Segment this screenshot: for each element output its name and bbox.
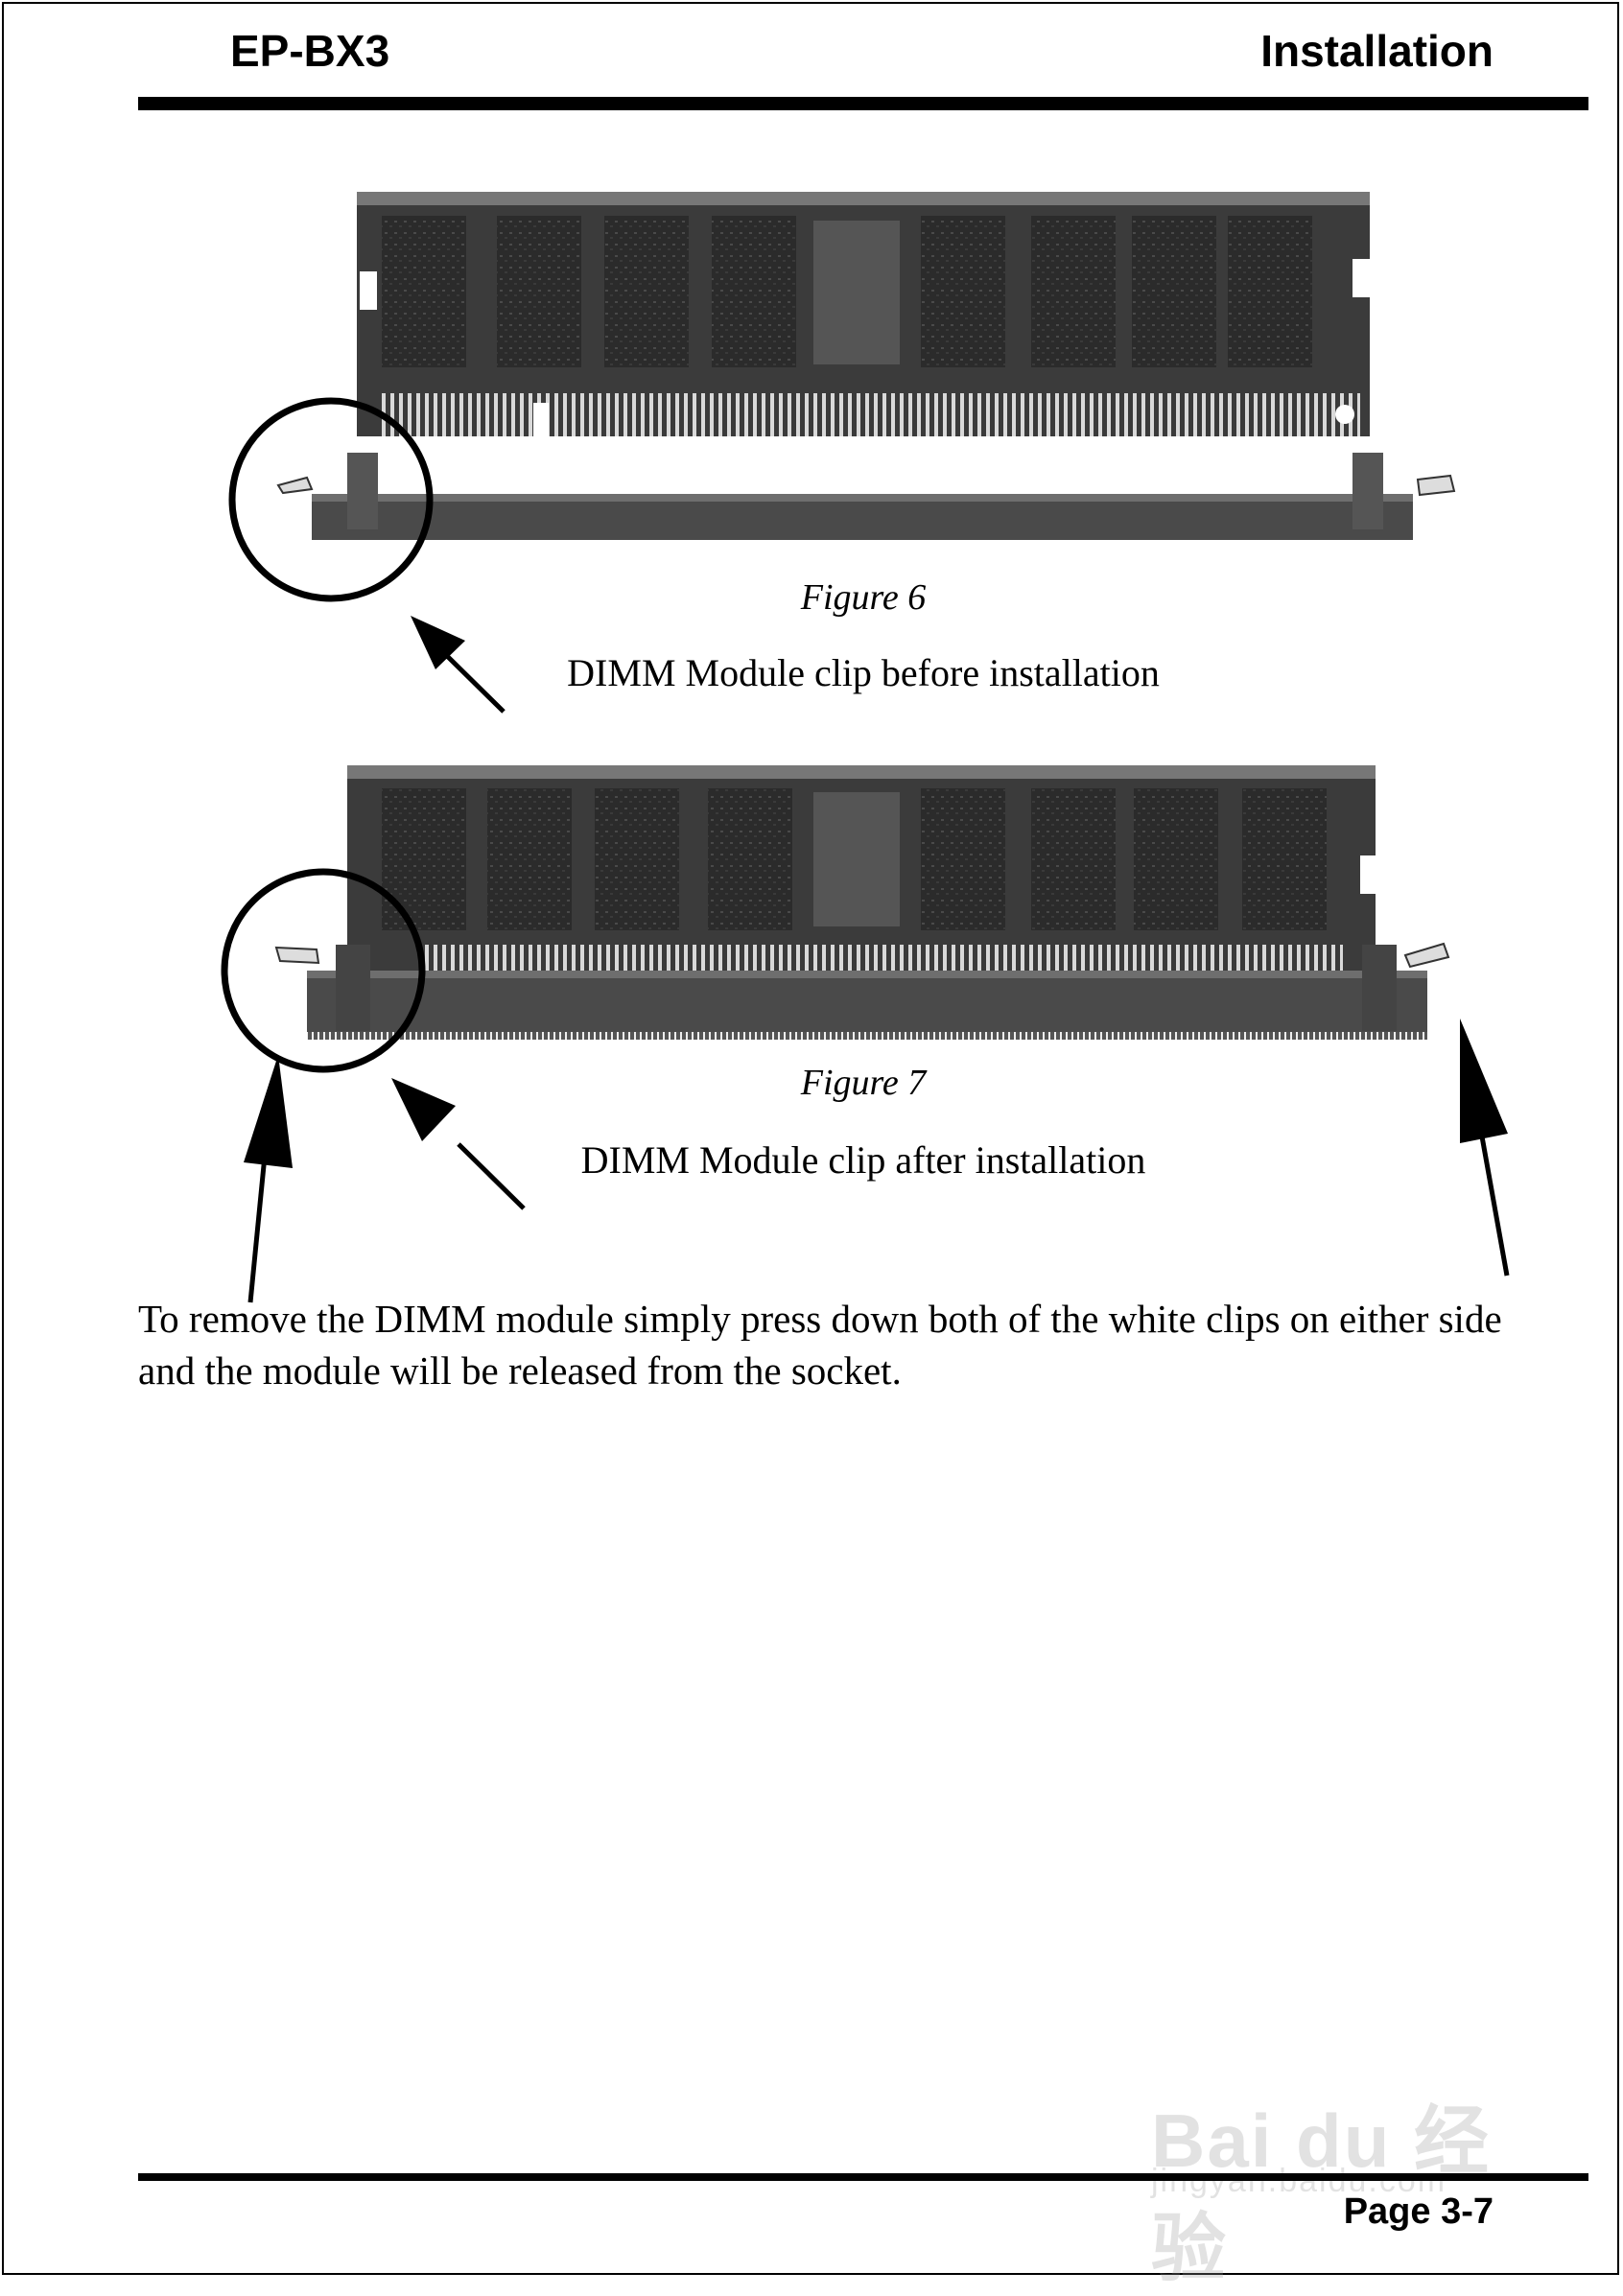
figure-7-pointer-arrow	[391, 1078, 526, 1210]
watermark-brand: Bai du 经验	[1151, 2098, 1492, 2290]
figure-6-caption: Figure 6	[800, 577, 927, 618]
figure-6-pointer-arrow	[411, 616, 506, 714]
figure-6-dimm-socket	[276, 453, 1456, 540]
figure-7-description: DIMM Module clip after installation	[580, 1138, 1146, 1182]
header-rule	[138, 97, 1588, 110]
figure-6-memory-chips	[382, 216, 1312, 367]
figure-6-clip-highlight-circle	[228, 397, 434, 602]
figure-6-dimm-module	[357, 192, 1370, 439]
right-clip-press-arrow	[1460, 1019, 1510, 1277]
baidu-watermark: Bai du 经验 jingyan.baidu.com	[1151, 2033, 1535, 2290]
footer-rule	[138, 2173, 1588, 2181]
figure-7-dimm-socket	[274, 942, 1450, 1040]
removal-instructions: To remove the DIMM module simply press d…	[138, 1297, 1502, 1393]
figure-7-memory-chips	[382, 788, 1327, 930]
figure-7-caption: Figure 7	[800, 1063, 927, 1103]
header-section: Installation	[1260, 26, 1494, 76]
figure-7-dimm-module	[347, 765, 1377, 976]
page-number: Page 3-7	[1343, 2191, 1494, 2232]
left-clip-press-arrow	[244, 1055, 293, 1303]
watermark-site: jingyan.baidu.com	[1151, 2163, 1447, 2199]
figure-7-clip-highlight-circle	[221, 868, 426, 1073]
header-model: EP-BX3	[230, 26, 390, 76]
figure-6-description: DIMM Module clip before installation	[567, 651, 1160, 694]
